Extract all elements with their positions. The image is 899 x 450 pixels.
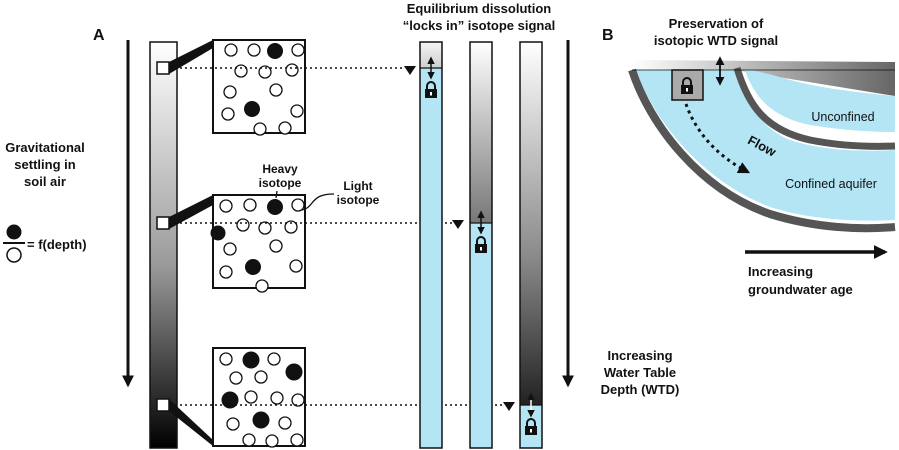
light-isotope-pointer — [301, 193, 335, 211]
soil-air-box-bottom — [212, 347, 306, 448]
water-column-shallow — [404, 41, 443, 449]
water-table-marker-icon — [503, 402, 515, 411]
water-table-marker-icon — [404, 66, 416, 75]
water-column-deep — [503, 41, 543, 449]
equilibrium-title-2: “locks in” isotope signal — [403, 18, 555, 33]
panel-b-title-2: isotopic WTD signal — [654, 33, 778, 48]
flow-arrow — [684, 103, 751, 174]
ratio-label: = f(depth) — [27, 237, 87, 252]
wtd-label: Increasing Water Table Depth (WTD) — [601, 348, 680, 397]
zoom-wedge-middle — [169, 195, 213, 229]
sample-marker-bottom — [156, 398, 170, 412]
soil-air-box-top — [212, 39, 306, 136]
heavy-isotope-pointer — [275, 190, 278, 199]
zoom-wedge-bottom — [169, 399, 213, 446]
light-isotope-label: Light — [343, 179, 372, 193]
svg-text:Depth (WTD): Depth (WTD) — [601, 382, 680, 397]
heavy-isotope-example — [267, 199, 283, 215]
svg-text:Gravitational: Gravitational — [5, 140, 84, 155]
isotope-ratio-symbol: = f(depth) — [3, 224, 87, 263]
svg-text:settling in: settling in — [14, 157, 75, 172]
heavy-isotope-label: Heavy — [262, 162, 298, 176]
unconfined-label: Unconfined — [811, 110, 874, 124]
panel-b-letter: B — [602, 27, 614, 44]
heavy-isotope-circle — [6, 224, 22, 240]
light-isotope-circle — [6, 247, 22, 263]
zoom-wedge-top — [169, 40, 213, 74]
equilibrium-title-1: Equilibrium dissolution — [407, 1, 552, 16]
svg-text:Increasing: Increasing — [607, 348, 672, 363]
soil-air-column — [149, 41, 178, 449]
confined-aquifer-label: Confined aquifer — [785, 177, 877, 191]
sample-marker-middle — [156, 216, 170, 230]
groundwater-age-label-2: groundwater age — [748, 282, 853, 297]
aquifer-cross-section — [628, 60, 896, 233]
water-table-marker-icon — [452, 220, 464, 229]
groundwater-age-label-1: Increasing — [748, 264, 813, 279]
water-column-middle — [452, 41, 493, 449]
panel-a-letter: A — [93, 27, 105, 44]
svg-text:Water Table: Water Table — [604, 365, 676, 380]
panel-b-title-1: Preservation of — [669, 16, 764, 31]
heavy-isotope-label-2: isotope — [259, 176, 302, 190]
light-isotope-label-2: isotope — [337, 193, 380, 207]
soil-air-box-middle — [210, 194, 306, 293]
gravity-label: Gravitational settling in soil air — [5, 140, 84, 189]
sample-marker-top — [156, 61, 170, 75]
recharge-lock-box — [671, 69, 704, 101]
svg-text:soil air: soil air — [24, 174, 66, 189]
light-isotope-example — [291, 198, 305, 212]
